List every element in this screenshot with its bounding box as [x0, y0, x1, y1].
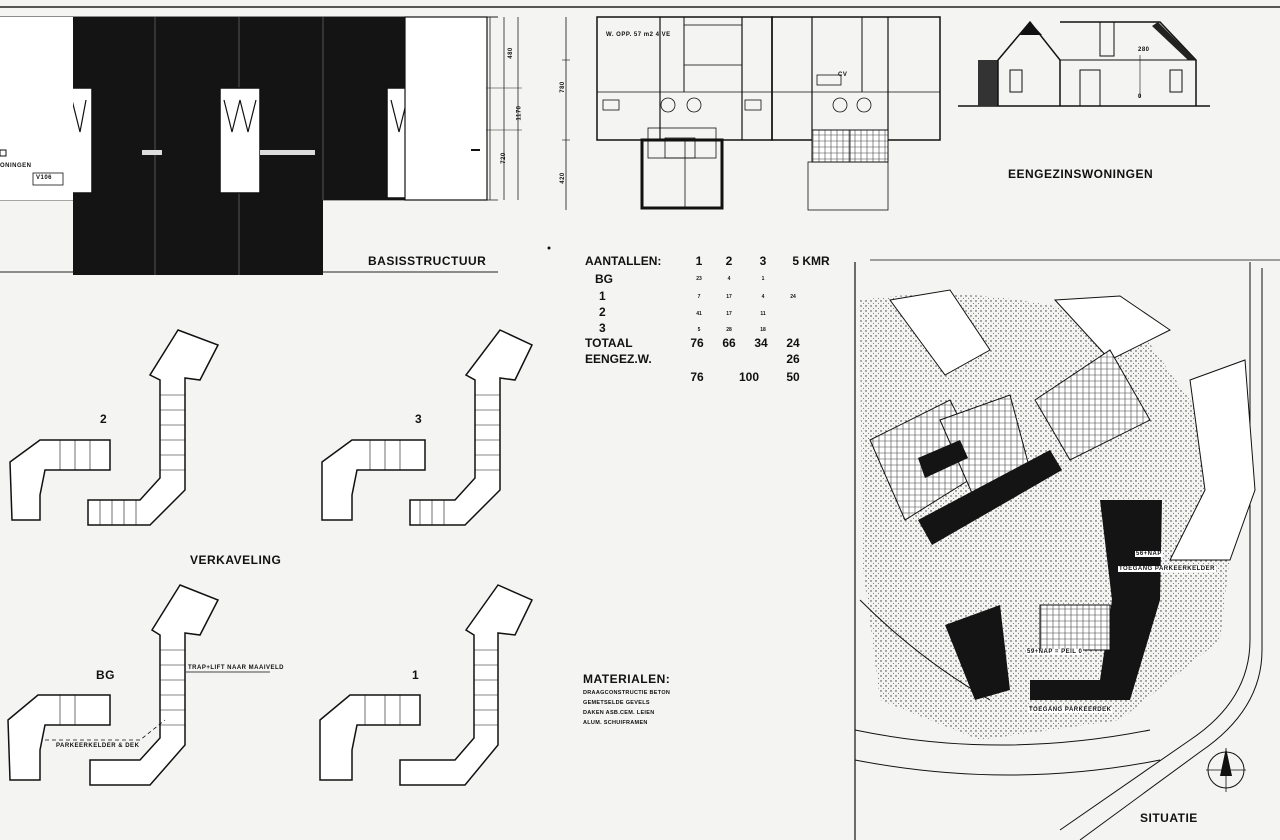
unit-area-label: W. OPP. 57 m2 4 VE [606, 32, 671, 38]
parkeerkelder-note: PARKEERKELDER & DEK [56, 743, 140, 749]
row-3-v3: 18 [760, 327, 766, 333]
nap-59-label: 59+NAP = PEIL 0 [1026, 649, 1084, 655]
row-bg-v2: 4 [727, 276, 731, 282]
col-2: 2 [725, 254, 733, 268]
row-1-v1: 7 [697, 294, 701, 300]
dim-420: 420 [559, 172, 566, 184]
basisstructuur-title: BASISSTRUCTUUR [368, 254, 487, 268]
materialen-block: MATERIALEN: DRAAGCONSTRUCTIE BETON GEMET… [583, 672, 670, 726]
verkaveling-title: VERKAVELING [190, 553, 282, 567]
row-2-v1: 41 [696, 311, 702, 317]
row-2-v2: 17 [726, 311, 732, 317]
row-3-v1: 5 [697, 327, 701, 333]
row-3-label: 3 [599, 321, 606, 335]
floor-3-label: 3 [415, 412, 423, 426]
floor-1-label: 1 [412, 668, 420, 682]
cv-label: CV [838, 72, 848, 78]
level-0: 0 [1138, 94, 1142, 100]
woningen-label: ONINGEN [0, 163, 32, 169]
row-3-v2: 28 [726, 327, 732, 333]
dim-480: 480 [507, 47, 514, 59]
dim-780: 780 [559, 81, 566, 93]
totaal-2: 66 [722, 336, 736, 350]
trap-lift-note: TRAP+LIFT NAAR MAAIVELD [188, 665, 284, 671]
row-2-v3: 11 [760, 311, 766, 317]
materialen-line-1: DRAAGCONSTRUCTIE BETON [583, 690, 671, 696]
parkeerdek-outline [45, 719, 166, 741]
materialen-line-3: DAKEN ASB.CEM. LEIEN [583, 710, 655, 716]
house-section [958, 20, 1210, 107]
verkaveling-plans [7, 329, 534, 786]
totaal-4: 24 [786, 336, 800, 350]
materialen-line-2: GEMETSELDE GEVELS [583, 700, 650, 706]
totaal-3: 34 [754, 336, 768, 350]
verkaveling-unit-lines [59, 394, 500, 726]
dim-1170: 1170 [516, 105, 523, 121]
eengezins-plans [562, 16, 941, 211]
v106-label: V106 [36, 175, 53, 181]
eengez-4: 26 [786, 352, 800, 366]
row-bg-v1: 23 [696, 276, 702, 282]
site-plan [854, 259, 1280, 840]
col-5kmr: 5 KMR [792, 254, 830, 268]
totaal-label: TOTAAL [585, 336, 633, 350]
toegang-parkeerkelder-label: TOEGANG PARKEERKELDER [1118, 566, 1216, 572]
eengezinswoningen-title: EENGEZINSWONINGEN [1008, 167, 1154, 181]
col-1: 1 [695, 254, 703, 268]
totaal-1: 76 [690, 336, 704, 350]
sum-2: 100 [738, 370, 760, 384]
floor-bg-label: BG [96, 668, 115, 682]
situatie-title: SITUATIE [1140, 811, 1198, 825]
sum-3: 50 [786, 370, 800, 384]
row-1-v3: 4 [761, 294, 765, 300]
basisstructuur-plan [0, 16, 522, 275]
row-bg-label: BG [595, 272, 613, 286]
row-1-v4: 24 [790, 294, 796, 300]
row-1-v2: 17 [726, 294, 732, 300]
nap-56-label: 56+NAP [1135, 551, 1163, 557]
row-2-label: 2 [599, 305, 606, 319]
eengez-label: EENGEZ.W. [585, 352, 652, 366]
aantallen-title: AANTALLEN: [585, 254, 662, 268]
materialen-line-4: ALUM. SCHUIFRAMEN [583, 720, 648, 726]
floor-2-label: 2 [100, 412, 108, 426]
sum-1: 76 [690, 370, 704, 384]
col-3: 3 [759, 254, 767, 268]
level-280: 280 [1138, 47, 1150, 53]
row-bg-v3: 1 [761, 276, 765, 282]
toegang-parkeerdek-label: TOEGANG PARKEERDEK [1028, 707, 1113, 713]
row-1-label: 1 [599, 289, 606, 303]
dim-720: 720 [500, 152, 507, 164]
materialen-title: MATERIALEN: [583, 672, 671, 686]
